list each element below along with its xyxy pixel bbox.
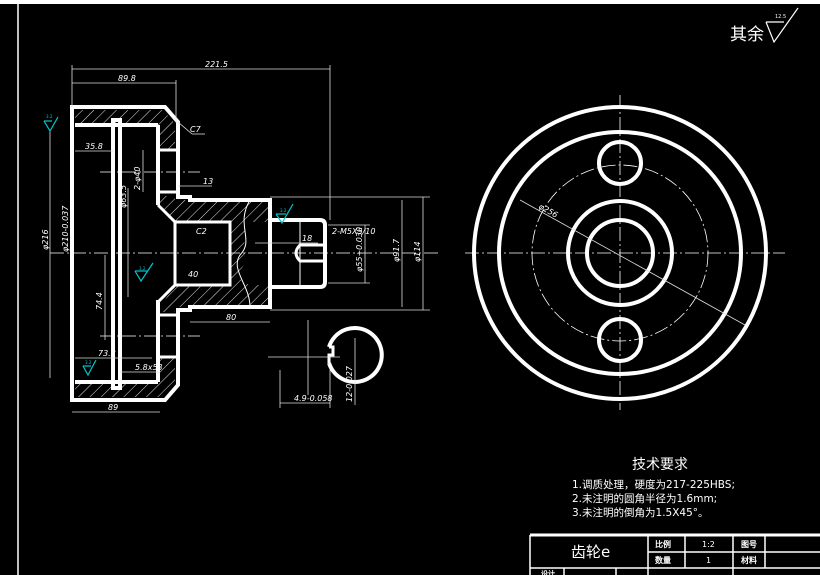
roughness-marks: 3.2 3.2 3.2 3.2 — [43, 114, 294, 377]
section-hatching — [75, 110, 270, 397]
dim-hub-step: 13 — [203, 177, 213, 186]
tech-req-title: 技术要求 — [632, 457, 688, 473]
dim-shaft-dia: φ91.7 — [392, 238, 401, 262]
dim-key-height: 12-0.027 — [345, 365, 354, 402]
dim-front-outer-diameter: φ256 — [537, 202, 559, 220]
dim-key-width: 4.9-0.058 — [294, 394, 333, 403]
dim-hole-circle: φ63.5 — [119, 185, 128, 208]
roughness-mark-icon: 3.2 — [134, 262, 154, 283]
roughness-symbol-icon — [765, 7, 799, 44]
designer-label: 设计 — [541, 569, 555, 575]
roughness-note: 其余 12.5 — [730, 7, 799, 45]
dim-holes: 2-φ40 — [133, 167, 142, 190]
quantity-label: 数量 — [655, 555, 671, 565]
key-section-view: 4.9-0.058 12-0.027 — [268, 320, 384, 408]
dim-chamfer-outer: C7 — [190, 125, 202, 134]
tech-req-item: 1.调质处理，硬度为217-225HBS; — [572, 478, 735, 491]
dim-inner-depth: 35.8 — [85, 142, 103, 151]
dim-shaft-length: 80 — [226, 313, 236, 322]
dim-bore-depth: 40 — [188, 270, 198, 279]
quantity-value: 1 — [706, 556, 711, 565]
drawing-no-label: 图号 — [741, 540, 757, 549]
svg-text:3.2: 3.2 — [139, 266, 146, 271]
scale-label: 比例 — [655, 539, 671, 549]
part-name: 齿轮e — [571, 543, 610, 561]
section-view: 221.5 89.8 C7 35.8 2-φ40 13 φ63.5 φ216 φ… — [41, 60, 440, 413]
dim-outer-diameter: φ216 — [41, 229, 50, 250]
dim-hub-dia: φ114 — [413, 241, 422, 262]
roughness-note-value: 12.5 — [775, 14, 786, 20]
dim-keyway: 5.8x53 — [135, 363, 163, 372]
svg-text:3.2: 3.2 — [85, 360, 92, 365]
dim-slot-depth: 18 — [302, 234, 312, 243]
roughness-mark-icon: 3.2 — [275, 203, 294, 225]
dim-shaft-bore: φ55+0.030 — [355, 227, 364, 272]
roughness-mark-icon: 3.2 — [43, 114, 59, 133]
svg-text:3.2: 3.2 — [46, 114, 53, 119]
front-view: φ256 — [465, 95, 785, 410]
material-label: 材料 — [741, 555, 757, 565]
tech-req-item: 2.未注明的圆角半径为1.6mm; — [572, 492, 717, 505]
scale-value: 1:2 — [702, 540, 715, 549]
dim-overall-length: 221.5 — [205, 60, 228, 69]
dim-chamfer-inner: C2 — [196, 227, 207, 236]
dim-flange-width: 89.8 — [118, 74, 136, 83]
title-block: 齿轮e 比例 1:2 图号 数量 1 材料 设计 — [529, 533, 820, 575]
dim-thread: 2-M5X5/10 — [332, 227, 375, 236]
dim-web: 74.4 — [95, 292, 104, 310]
dimension-labels: 221.5 89.8 C7 35.8 2-φ40 13 φ63.5 φ216 φ… — [41, 60, 422, 412]
dim-inner-width: 73.3 — [98, 349, 116, 358]
dimension-lines — [49, 65, 430, 413]
technical-requirements: 技术要求 1.调质处理，硬度为217-225HBS; 2.未注明的圆角半径为1.… — [572, 457, 735, 519]
dim-flange-total: 89 — [108, 403, 118, 412]
roughness-note-label: 其余 — [730, 25, 764, 45]
roughness-mark-icon: 3.2 — [82, 359, 97, 377]
svg-text:3.2: 3.2 — [280, 208, 287, 213]
dim-bore-diameter: φ210-0.037 — [61, 205, 70, 252]
tech-req-item: 3.未注明的倒角为1.5X45°。 — [572, 506, 709, 519]
